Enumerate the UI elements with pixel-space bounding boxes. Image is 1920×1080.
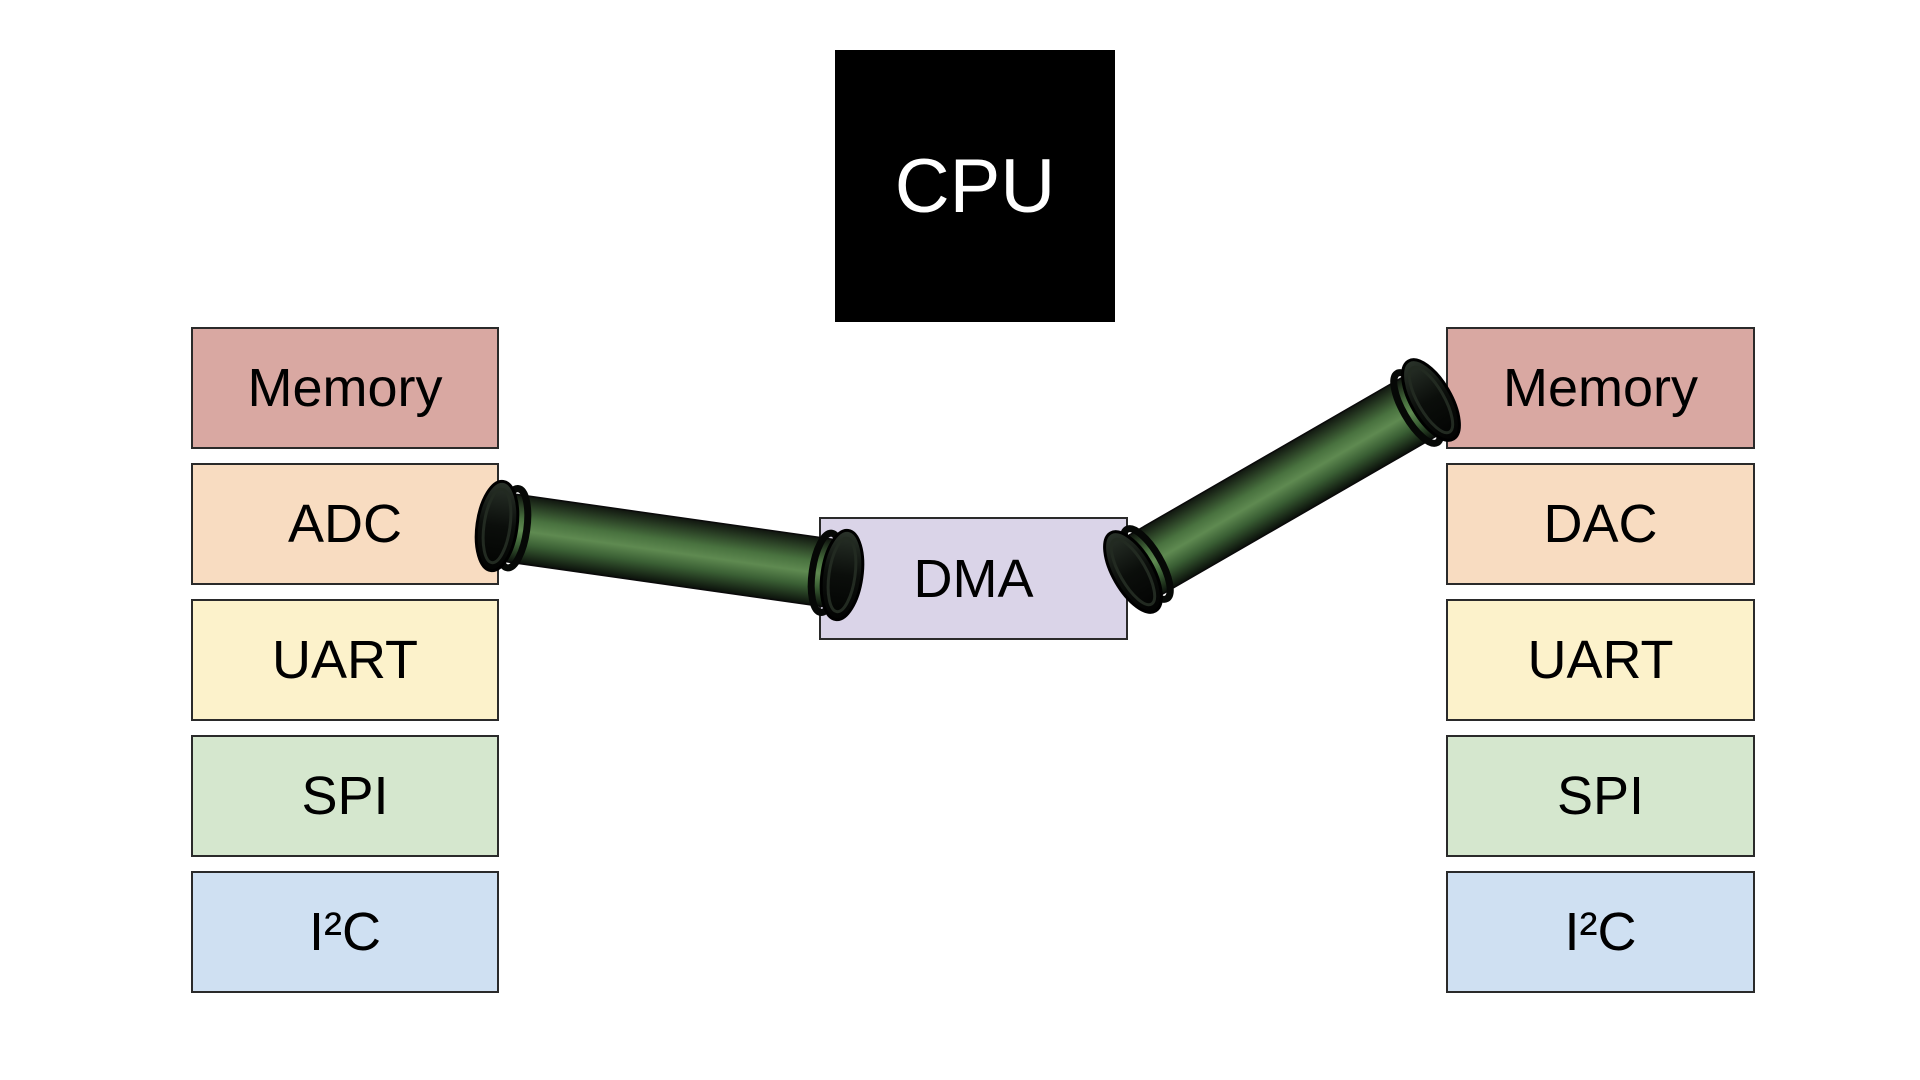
block-memory-left: Memory xyxy=(191,327,499,449)
block-spi-left-label: SPI xyxy=(301,766,389,826)
block-i2c-right-label: I²C xyxy=(1564,902,1637,962)
block-adc: ADC xyxy=(191,463,499,585)
block-memory-right: Memory xyxy=(1446,327,1755,449)
dma-label: DMA xyxy=(913,548,1034,609)
block-i2c-left-label: I²C xyxy=(309,902,381,962)
block-memory-left-label: Memory xyxy=(247,358,443,418)
block-uart-left-label: UART xyxy=(271,630,419,690)
block-memory-right-label: Memory xyxy=(1502,358,1698,418)
cpu-label: CPU xyxy=(894,143,1056,229)
block-spi-right: SPI xyxy=(1446,735,1755,857)
block-dac-label: DAC xyxy=(1543,494,1658,554)
pipe-adc-to-dma xyxy=(474,479,865,622)
block-uart-right: UART xyxy=(1446,599,1755,721)
block-uart-right-label: UART xyxy=(1527,630,1674,690)
block-i2c-left: I²C xyxy=(191,871,499,993)
block-uart-left: UART xyxy=(191,599,499,721)
block-spi-left: SPI xyxy=(191,735,499,857)
block-i2c-right: I²C xyxy=(1446,871,1755,993)
pipe-dma-to-memory xyxy=(1103,358,1461,614)
block-adc-label: ADC xyxy=(287,494,402,554)
dma-block: DMA xyxy=(819,517,1128,640)
block-dac: DAC xyxy=(1446,463,1755,585)
block-spi-right-label: SPI xyxy=(1556,766,1645,826)
cpu-block: CPU xyxy=(835,50,1115,322)
